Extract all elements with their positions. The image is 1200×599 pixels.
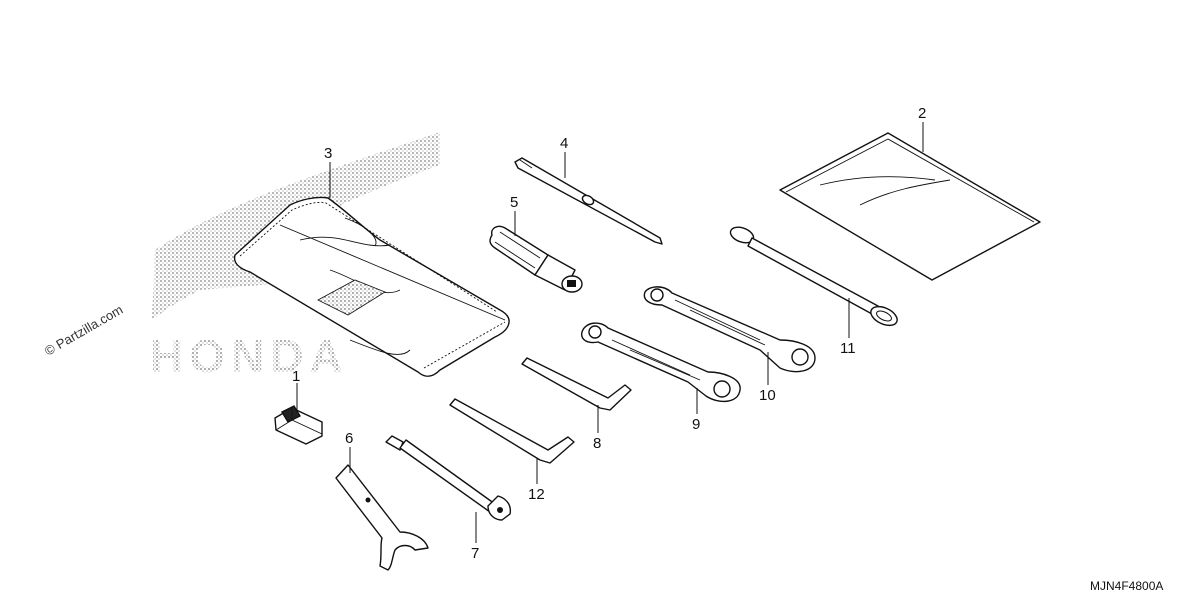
drawing-code: MJN4F4800A xyxy=(1090,579,1163,593)
callout-3: 3 xyxy=(324,145,332,162)
leader-lines xyxy=(296,122,924,543)
sheet-part-2 xyxy=(779,132,1041,281)
callout-10: 10 xyxy=(759,387,776,404)
pin-spanner-part-6 xyxy=(335,464,429,571)
cable-part-11 xyxy=(729,226,898,327)
callout-6: 6 xyxy=(345,430,353,447)
ring-wrench-part-10 xyxy=(643,286,816,373)
clip-part-1 xyxy=(274,405,323,445)
callout-4: 4 xyxy=(560,135,568,152)
callout-1: 1 xyxy=(292,368,300,385)
callout-12: 12 xyxy=(528,486,545,503)
tool-bag-label-patch xyxy=(317,279,386,316)
callout-7: 7 xyxy=(471,545,479,562)
callout-2: 2 xyxy=(918,105,926,122)
extension-bar-part-7 xyxy=(385,435,512,521)
tool-bag-part-3 xyxy=(233,196,510,377)
callout-11: 11 xyxy=(840,340,856,357)
screwdriver-bit-part-4 xyxy=(514,157,663,245)
ring-wrench-part-9 xyxy=(581,322,741,403)
hex-wrench-part-12 xyxy=(449,398,575,464)
watermark-brand: HONDA xyxy=(150,330,349,382)
callout-8: 8 xyxy=(593,435,601,452)
callout-5: 5 xyxy=(510,194,518,211)
screwdriver-handle-part-5 xyxy=(489,225,583,293)
callout-9: 9 xyxy=(692,416,700,433)
callouts: 1 2 3 4 5 6 7 8 9 10 11 12 xyxy=(292,105,926,562)
watermark-copyright: © Partzilla.com xyxy=(42,302,125,359)
hex-wrench-part-8 xyxy=(521,357,632,411)
